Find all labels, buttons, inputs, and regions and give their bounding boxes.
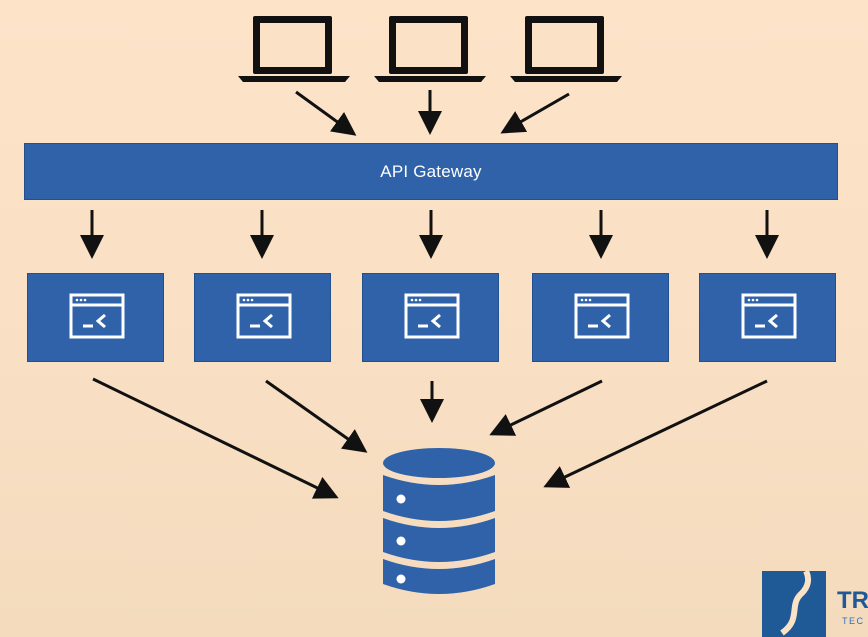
company-logo: TR TEC [762,571,868,637]
client-laptop-2 [374,10,486,84]
service-box-4 [532,273,669,362]
laptop-icon [374,16,486,82]
arrow-service2-to-db [265,379,368,453]
terminal-window-icon [69,293,125,339]
arrow-client3-to-gateway [500,92,570,134]
terminal-window-icon [741,293,797,339]
svg-text:TR: TR [837,587,868,614]
service-box-3 [362,273,499,362]
terminal-window-icon [404,293,460,339]
arrow-client1-to-gateway [295,90,357,136]
arrow-service1-to-db [92,377,339,499]
api-gateway-bar: API Gateway [24,143,838,200]
svg-text:TEC: TEC [842,616,865,626]
laptop-icon [238,16,350,82]
service-box-5 [699,273,836,362]
terminal-window-icon [574,293,630,339]
database-icon [381,447,497,599]
terminal-window-icon [236,293,292,339]
service-box-2 [194,273,331,362]
client-laptop-1 [238,10,350,84]
arrow-service4-to-db [489,379,603,436]
arrow-service5-to-db [543,379,768,488]
service-box-1 [27,273,164,362]
client-laptop-3 [510,10,622,84]
api-gateway-label: API Gateway [380,161,482,181]
laptop-icon [510,16,622,82]
